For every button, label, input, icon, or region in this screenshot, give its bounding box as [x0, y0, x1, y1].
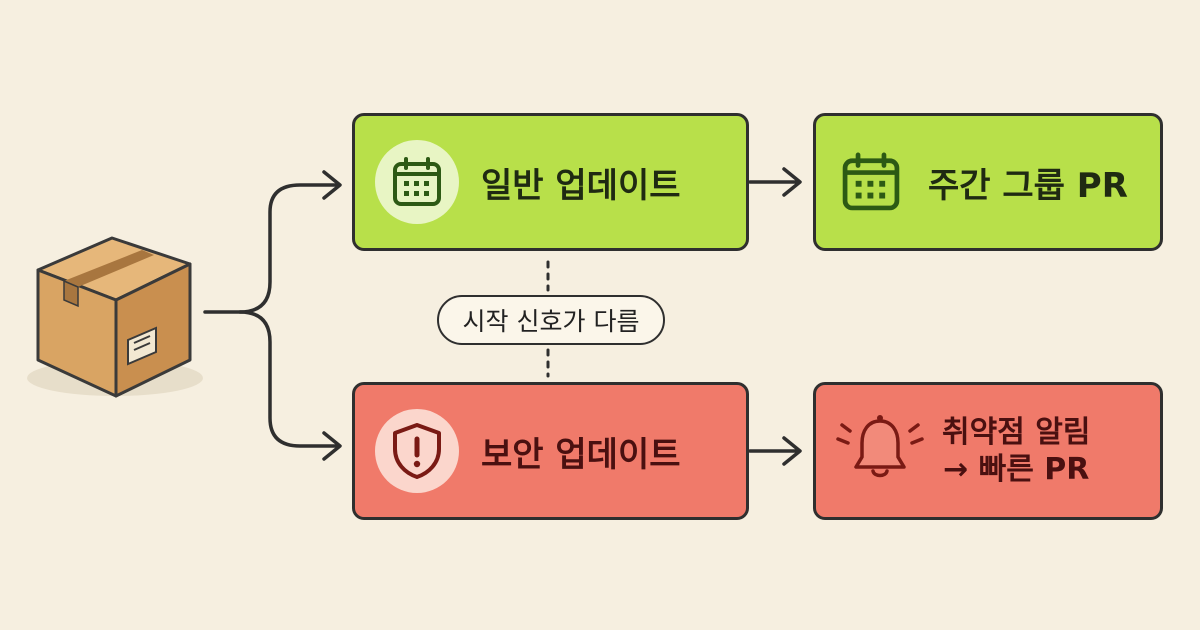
arrowhead-top	[322, 170, 342, 200]
vuln-alert-text: 취약점 알림 → 빠른 PR	[942, 414, 1090, 489]
package-box-icon	[27, 236, 203, 398]
vuln-alert-box: 취약점 알림 → 빠른 PR	[813, 382, 1163, 520]
regular-update-box: 일반 업데이트	[352, 113, 749, 251]
arrow-regular-to-weekly	[748, 167, 802, 197]
calendar-icon	[375, 140, 459, 224]
calendar-icon	[838, 149, 904, 215]
security-update-box: 보안 업데이트	[352, 382, 749, 520]
arrow-security-to-alert	[748, 436, 802, 466]
branch-connector	[203, 183, 340, 314]
branch-connector-lower	[238, 310, 340, 448]
bell-alert-icon	[832, 411, 928, 491]
vuln-alert-line2: → 빠른 PR	[943, 452, 1090, 487]
vuln-alert-line1: 취약점 알림	[942, 414, 1091, 450]
weekly-group-pr-box: 주간 그룹 PR	[813, 113, 1163, 251]
shield-alert-icon	[375, 409, 459, 493]
security-update-label: 보안 업데이트	[481, 434, 681, 475]
start-signal-pill: 시작 신호가 다름	[437, 295, 665, 345]
regular-update-label: 일반 업데이트	[481, 165, 681, 206]
weekly-group-pr-label: 주간 그룹 PR	[928, 165, 1128, 206]
start-signal-label: 시작 신호가 다름	[462, 307, 640, 336]
arrowhead-bottom	[322, 431, 342, 461]
